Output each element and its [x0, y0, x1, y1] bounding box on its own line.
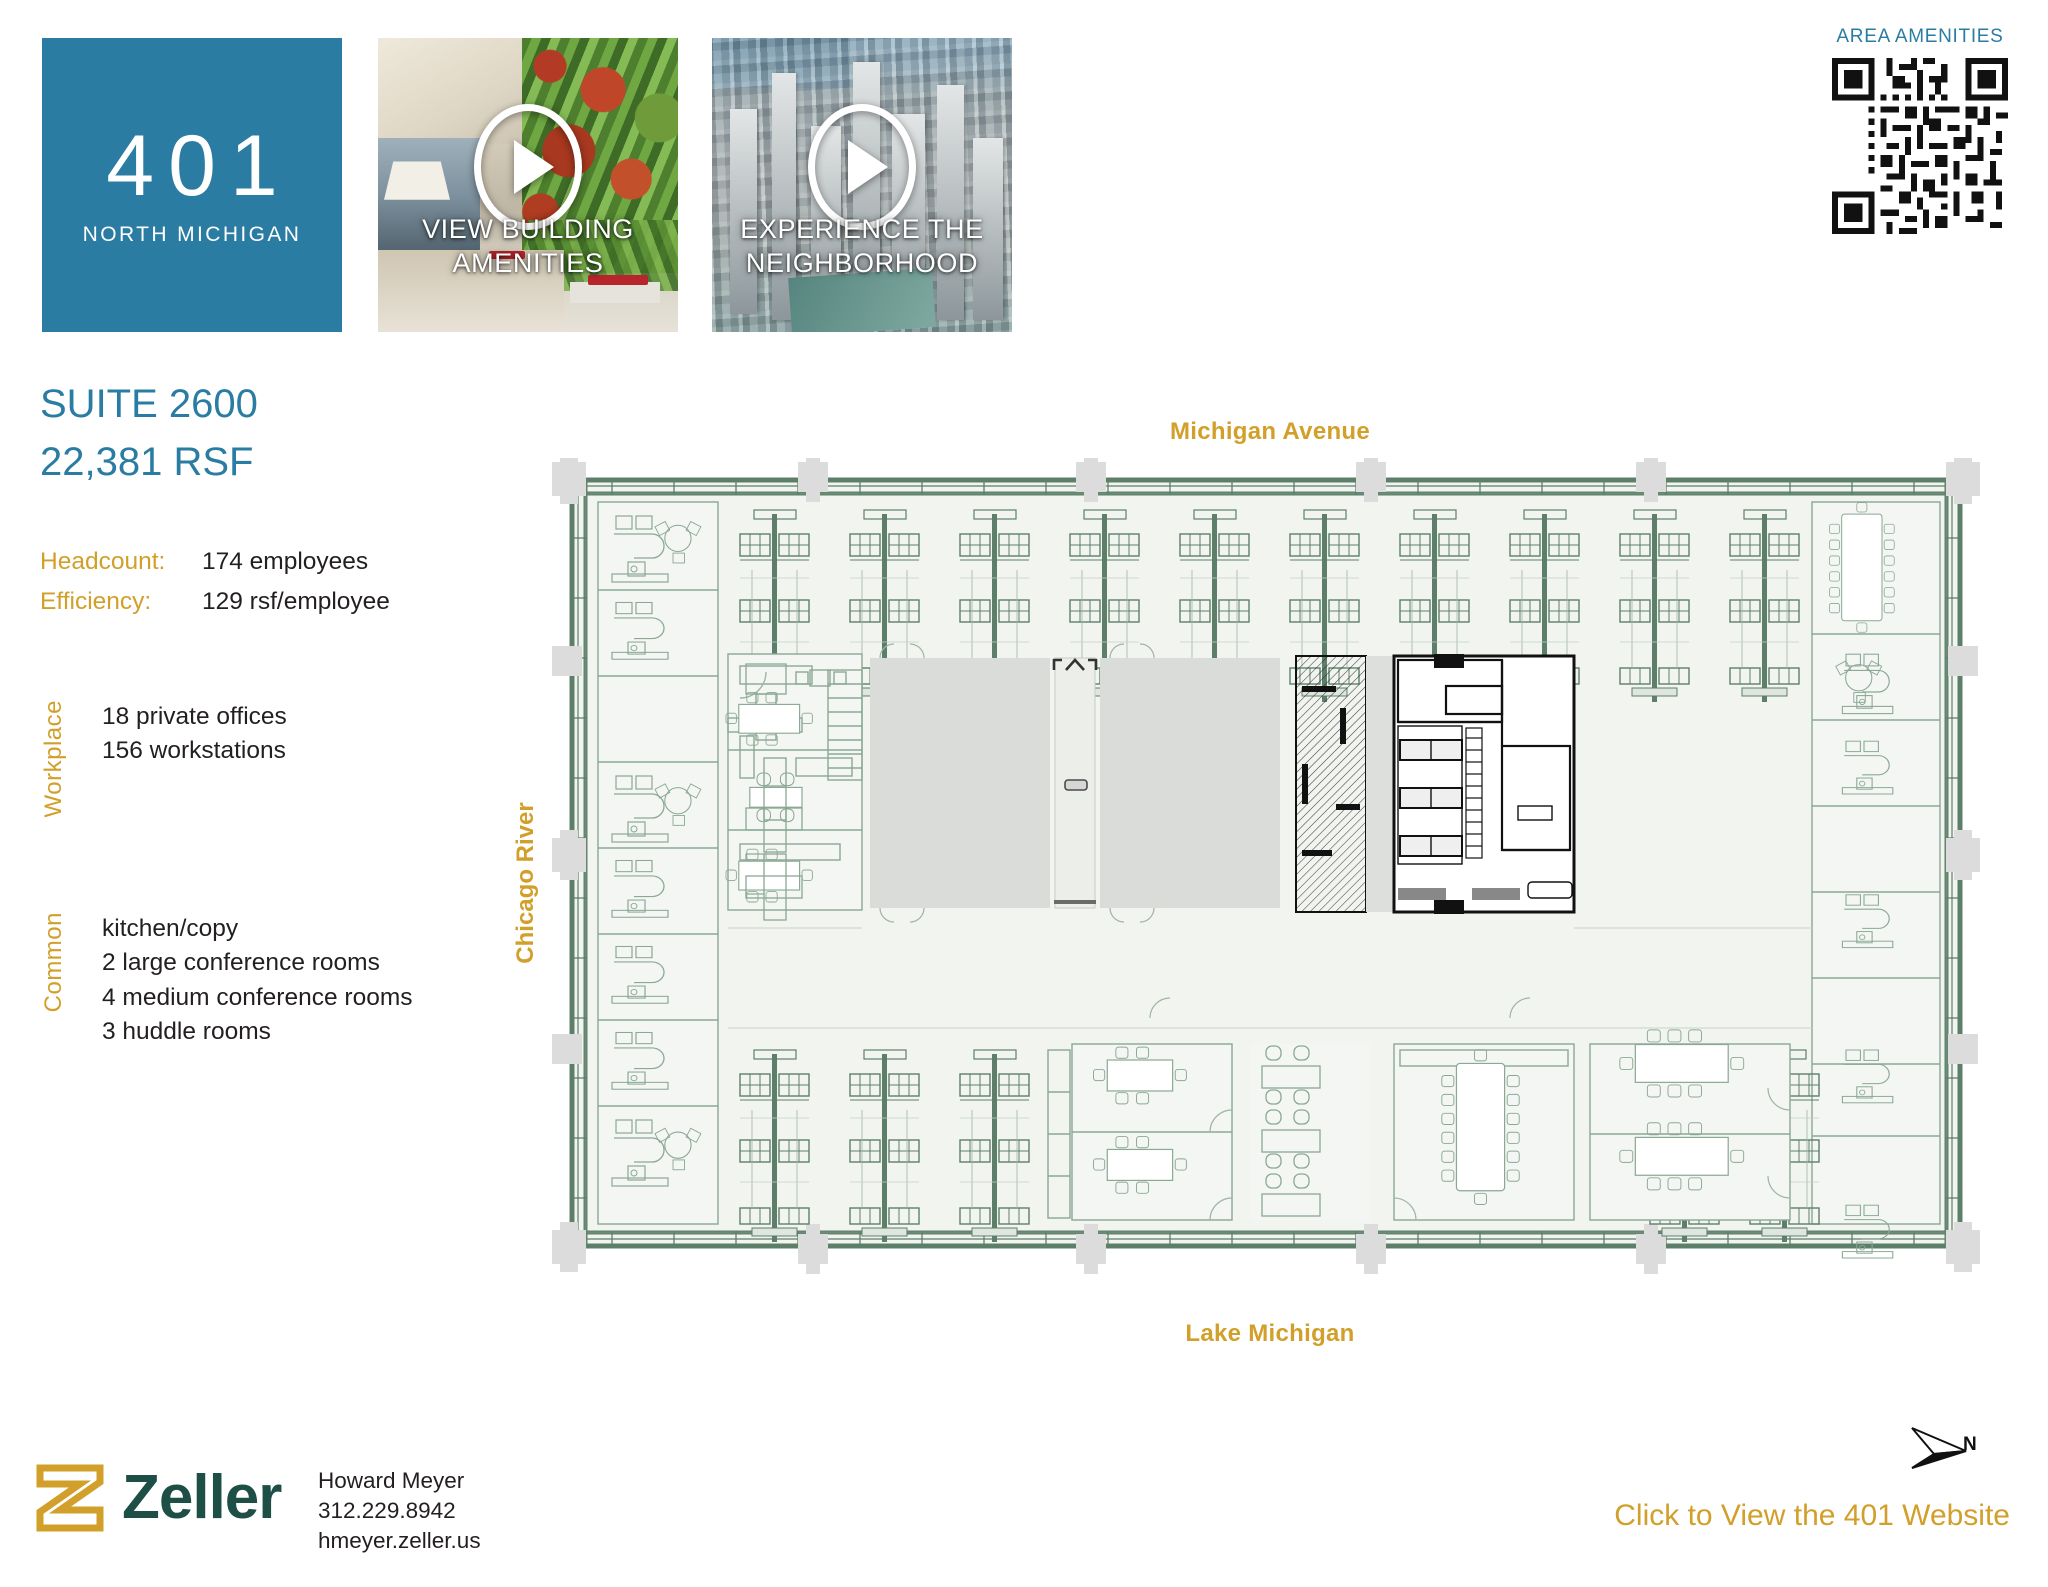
list-item: 156 workstations: [102, 737, 286, 765]
video-caption-line1: EXPERIENCE THE: [740, 214, 984, 245]
common-group-list: kitchen/copy 2 large conference rooms 4 …: [102, 912, 412, 1049]
contact-block: Howard Meyer 312.229.8942 hmeyer.zeller.…: [318, 1466, 481, 1556]
video-card-experience-the-neighborhood[interactable]: EXPERIENCE THE NEIGHBORHOOD: [712, 38, 1012, 332]
floor-plan-drawing: [552, 458, 1980, 1274]
building-core: [1295, 654, 1576, 914]
door-swings: [1149, 997, 1791, 1221]
video-caption: VIEW BUILDING AMENITIES: [378, 213, 678, 280]
structural-columns: [552, 458, 1980, 1274]
plan-label-chicago-river: Chicago River: [512, 802, 539, 964]
collab-cluster-west: [725, 663, 813, 903]
egress-stair: [827, 669, 863, 781]
curtain-wall-north: [569, 477, 1963, 496]
stat-row-headcount: Headcount: 174 employees: [40, 542, 390, 582]
list-item: 3 huddle rooms: [102, 1017, 271, 1045]
zeller-mark-icon: [36, 1464, 104, 1532]
list-item: 2 large conference rooms: [102, 949, 380, 977]
workplace-group-tag: Workplace: [40, 700, 67, 818]
stat-value: 174 employees: [202, 548, 369, 575]
play-icon[interactable]: [808, 104, 916, 231]
stat-label: Headcount:: [40, 548, 166, 575]
list-item: 18 private offices: [102, 703, 287, 730]
qr-code-icon[interactable]: [1832, 58, 2008, 234]
brand-subtitle: NORTH MICHIGAN: [82, 223, 302, 246]
west-offices: [597, 501, 719, 1225]
video-caption: EXPERIENCE THE NEIGHBORHOOD: [712, 213, 1012, 280]
contact-phone[interactable]: 312.229.8942: [318, 1498, 456, 1524]
stat-label: Efficiency:: [40, 587, 152, 615]
stat-row-efficiency: Efficiency: 129 rsf/employee: [40, 582, 390, 622]
compass-north-label: N: [1963, 1434, 1977, 1455]
brand-tile: 401 NORTH MICHIGAN: [42, 38, 342, 332]
area-amenities-qr-block[interactable]: AREA AMENITIES: [1820, 26, 2020, 239]
video-caption-line1: VIEW BUILDING: [422, 214, 634, 245]
benching-cluster: [745, 785, 803, 921]
contact-name: Howard Meyer: [318, 1468, 465, 1493]
plan-label-lake-michigan: Lake Michigan: [1185, 1320, 1355, 1347]
stats-block: Headcount: 174 employees Efficiency: 129…: [40, 542, 390, 621]
stat-value: 129 rsf/employee: [202, 587, 390, 615]
list-item: 4 medium conference rooms: [102, 983, 413, 1011]
play-icon[interactable]: [474, 104, 582, 231]
atrium-shafts: [870, 643, 1280, 923]
common-group-tag: Common: [40, 912, 67, 1013]
view-401-website-link[interactable]: Click to View the 401 Website: [1614, 1499, 2010, 1532]
list-item: kitchen/copy: [102, 915, 239, 942]
floor-plan: Michigan Avenue Lake Michigan Chicago Ri…: [512, 418, 2020, 1348]
south-conference-furniture: [1092, 1029, 1745, 1217]
video-card-view-building-amenities[interactable]: VIEW BUILDING AMENITIES: [378, 38, 678, 332]
video-caption-line2: NEIGHBORHOOD: [745, 247, 979, 278]
contact-email[interactable]: hmeyer.zeller.us: [318, 1528, 481, 1554]
brand-number: 401: [106, 118, 292, 214]
suite-rsf: 22,381 RSF: [40, 440, 254, 484]
lobby-photo: [378, 38, 678, 332]
video-caption-line2: AMENITIES: [452, 247, 604, 278]
workplace-group-list: 18 private offices 156 workstations: [102, 700, 287, 769]
zeller-logo[interactable]: Zeller: [34, 1462, 282, 1534]
zeller-wordmark: Zeller: [122, 1463, 282, 1532]
plan-label-michigan-avenue: Michigan Avenue: [1169, 418, 1371, 445]
page-title: SUITE 2600: [40, 382, 258, 426]
compass-icon: [1911, 1427, 1967, 1469]
qr-title: AREA AMENITIES: [1836, 26, 2004, 47]
east-offices: [1811, 501, 1941, 1225]
